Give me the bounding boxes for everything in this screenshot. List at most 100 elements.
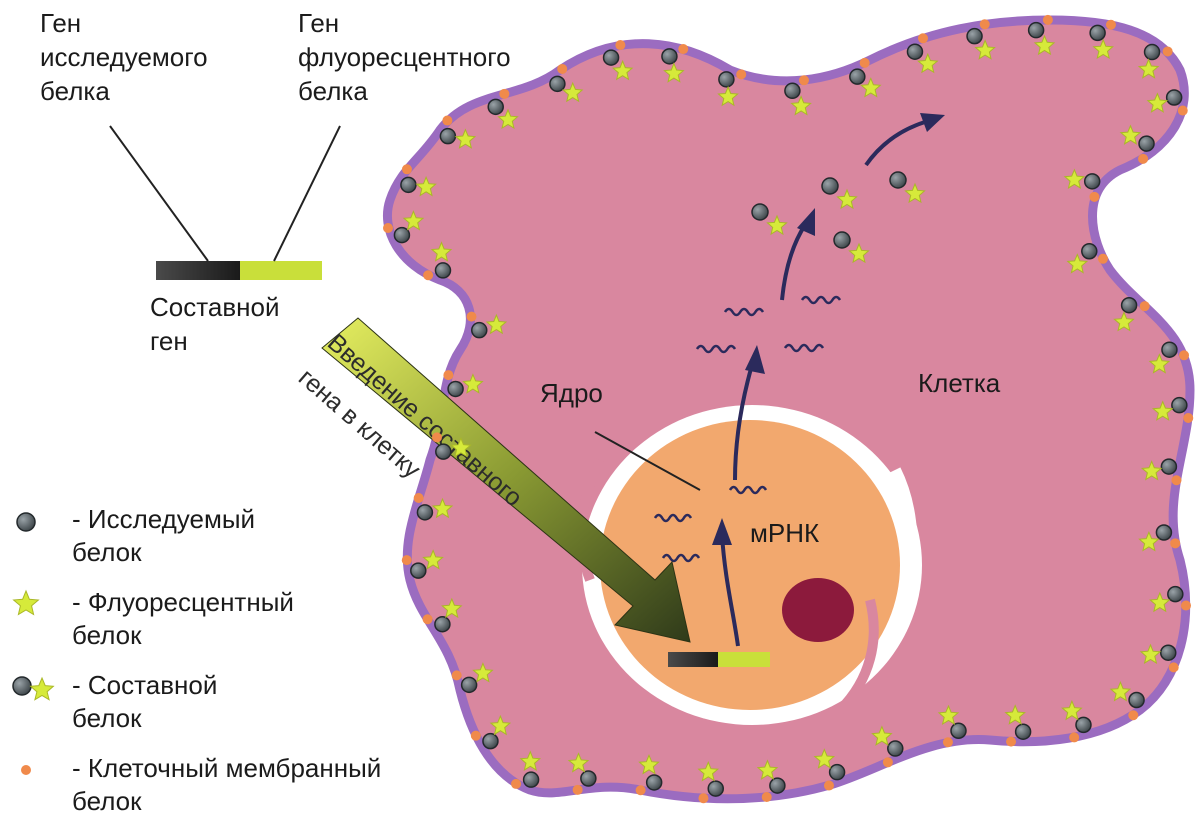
membrane-protein-icon xyxy=(698,793,708,803)
membrane-protein-icon xyxy=(471,731,481,741)
nucleus-label: Ядро xyxy=(540,376,603,410)
legend-membrane-protein: - Клеточный мембранный белок xyxy=(72,752,381,818)
fusion-gene-in-nucleus xyxy=(668,652,770,667)
studied-protein-icon xyxy=(1082,244,1097,259)
studied-protein-icon xyxy=(752,204,768,220)
membrane-protein-icon xyxy=(762,792,772,802)
membrane-protein-icon xyxy=(1171,475,1181,485)
studied-protein-icon xyxy=(435,617,450,632)
studied-protein-icon xyxy=(1161,459,1176,474)
studied-protein-icon xyxy=(907,44,922,59)
membrane-protein-icon xyxy=(423,614,433,624)
studied-protein-icon xyxy=(822,178,838,194)
fusion-gene-fluorescent-part xyxy=(240,261,322,280)
legend-fluorescent-protein: - Флуоресцентный белок xyxy=(72,586,294,652)
studied-protein-icon xyxy=(483,734,498,749)
legend-fusion-fluorescent-part-icon xyxy=(31,678,54,700)
studied-protein-icon xyxy=(1145,45,1160,60)
membrane-protein-icon xyxy=(383,223,393,233)
legend-membrane-protein-icon xyxy=(21,765,31,775)
studied-protein-icon xyxy=(417,505,432,520)
membrane-protein-icon xyxy=(1098,254,1108,264)
nucleolus xyxy=(782,578,854,642)
membrane-protein-icon xyxy=(1163,46,1173,56)
membrane-protein-icon xyxy=(1089,192,1099,202)
studied-protein-icon xyxy=(647,775,662,790)
membrane-protein-icon xyxy=(511,779,521,789)
studied-protein-icon xyxy=(436,444,451,459)
fusion-gene-label: Составной ген xyxy=(150,290,279,358)
membrane-protein-icon xyxy=(467,312,477,322)
membrane-protein-icon xyxy=(678,44,688,54)
studied-protein-icon xyxy=(1090,25,1105,40)
studied-protein-icon xyxy=(1162,342,1177,357)
membrane-protein-icon xyxy=(1178,106,1188,116)
membrane-protein-icon xyxy=(1170,538,1180,548)
membrane-protein-icon xyxy=(799,75,809,85)
gene-fluorescent-label: Ген флуоресцентного белка xyxy=(298,6,511,108)
membrane-protein-icon xyxy=(557,64,567,74)
studied-protein-icon xyxy=(440,129,455,144)
membrane-protein-icon xyxy=(402,164,412,174)
pointer-line-gene-studied xyxy=(110,126,208,261)
studied-protein-icon xyxy=(435,263,450,278)
studied-protein-icon xyxy=(1168,587,1183,602)
legend-icons xyxy=(13,513,53,775)
studied-protein-icon xyxy=(770,778,785,793)
studied-protein-icon xyxy=(1129,692,1144,707)
membrane-protein-icon xyxy=(414,493,424,503)
membrane-protein-icon xyxy=(1069,732,1079,742)
studied-protein-icon xyxy=(719,72,734,87)
membrane-protein-icon xyxy=(918,33,928,43)
studied-protein-icon xyxy=(604,50,619,65)
studied-protein-icon xyxy=(708,781,723,796)
studied-protein-icon xyxy=(834,232,850,248)
studied-protein-icon xyxy=(1029,23,1044,38)
studied-protein-icon xyxy=(951,723,966,738)
studied-protein-icon xyxy=(967,29,982,44)
gene-studied-label: Ген исследуемого белка xyxy=(40,6,208,108)
mrna-label: мРНК xyxy=(750,516,819,550)
legend-fluorescent-protein-icon xyxy=(14,591,39,615)
membrane-protein-icon xyxy=(824,781,834,791)
membrane-protein-icon xyxy=(1106,20,1116,30)
studied-protein-icon xyxy=(524,772,539,787)
membrane-protein-icon xyxy=(1179,350,1189,360)
legend-fusion-studied-part-icon xyxy=(13,677,31,695)
membrane-protein-icon xyxy=(1006,737,1016,747)
legend-studied-protein-icon xyxy=(17,513,35,531)
studied-protein-icon xyxy=(411,563,426,578)
membrane-protein-icon xyxy=(443,370,453,380)
membrane-protein-icon xyxy=(615,40,625,50)
studied-protein-icon xyxy=(830,765,845,780)
studied-protein-icon xyxy=(1167,90,1182,105)
studied-protein-icon xyxy=(1016,724,1031,739)
membrane-protein-icon xyxy=(1128,710,1138,720)
cell-label: Клетка xyxy=(918,366,1000,400)
membrane-protein-icon xyxy=(943,737,953,747)
studied-protein-icon xyxy=(785,83,800,98)
membrane-protein-icon xyxy=(1183,413,1193,423)
studied-protein-icon xyxy=(1085,174,1100,189)
membrane-protein-icon xyxy=(442,116,452,126)
membrane-protein-icon xyxy=(860,58,870,68)
studied-protein-icon xyxy=(1139,136,1154,151)
studied-protein-icon xyxy=(1172,398,1187,413)
studied-protein-icon xyxy=(1122,298,1137,313)
studied-protein-icon xyxy=(662,49,677,64)
membrane-protein-icon xyxy=(980,19,990,29)
membrane-protein-icon xyxy=(1169,662,1179,672)
membrane-protein-icon xyxy=(1181,601,1191,611)
fusion-gene-studied-part xyxy=(156,261,240,280)
studied-protein-icon xyxy=(1161,645,1176,660)
membrane-protein-icon xyxy=(402,555,412,565)
studied-protein-icon xyxy=(448,381,463,396)
studied-protein-icon xyxy=(401,177,416,192)
membrane-protein-icon xyxy=(573,785,583,795)
studied-protein-icon xyxy=(581,771,596,786)
studied-protein-icon xyxy=(462,677,477,692)
legend-fusion-protein: - Составной белок xyxy=(72,669,217,735)
studied-protein-icon xyxy=(890,172,906,188)
membrane-protein-icon xyxy=(1140,301,1150,311)
fusion-gene xyxy=(156,261,322,280)
